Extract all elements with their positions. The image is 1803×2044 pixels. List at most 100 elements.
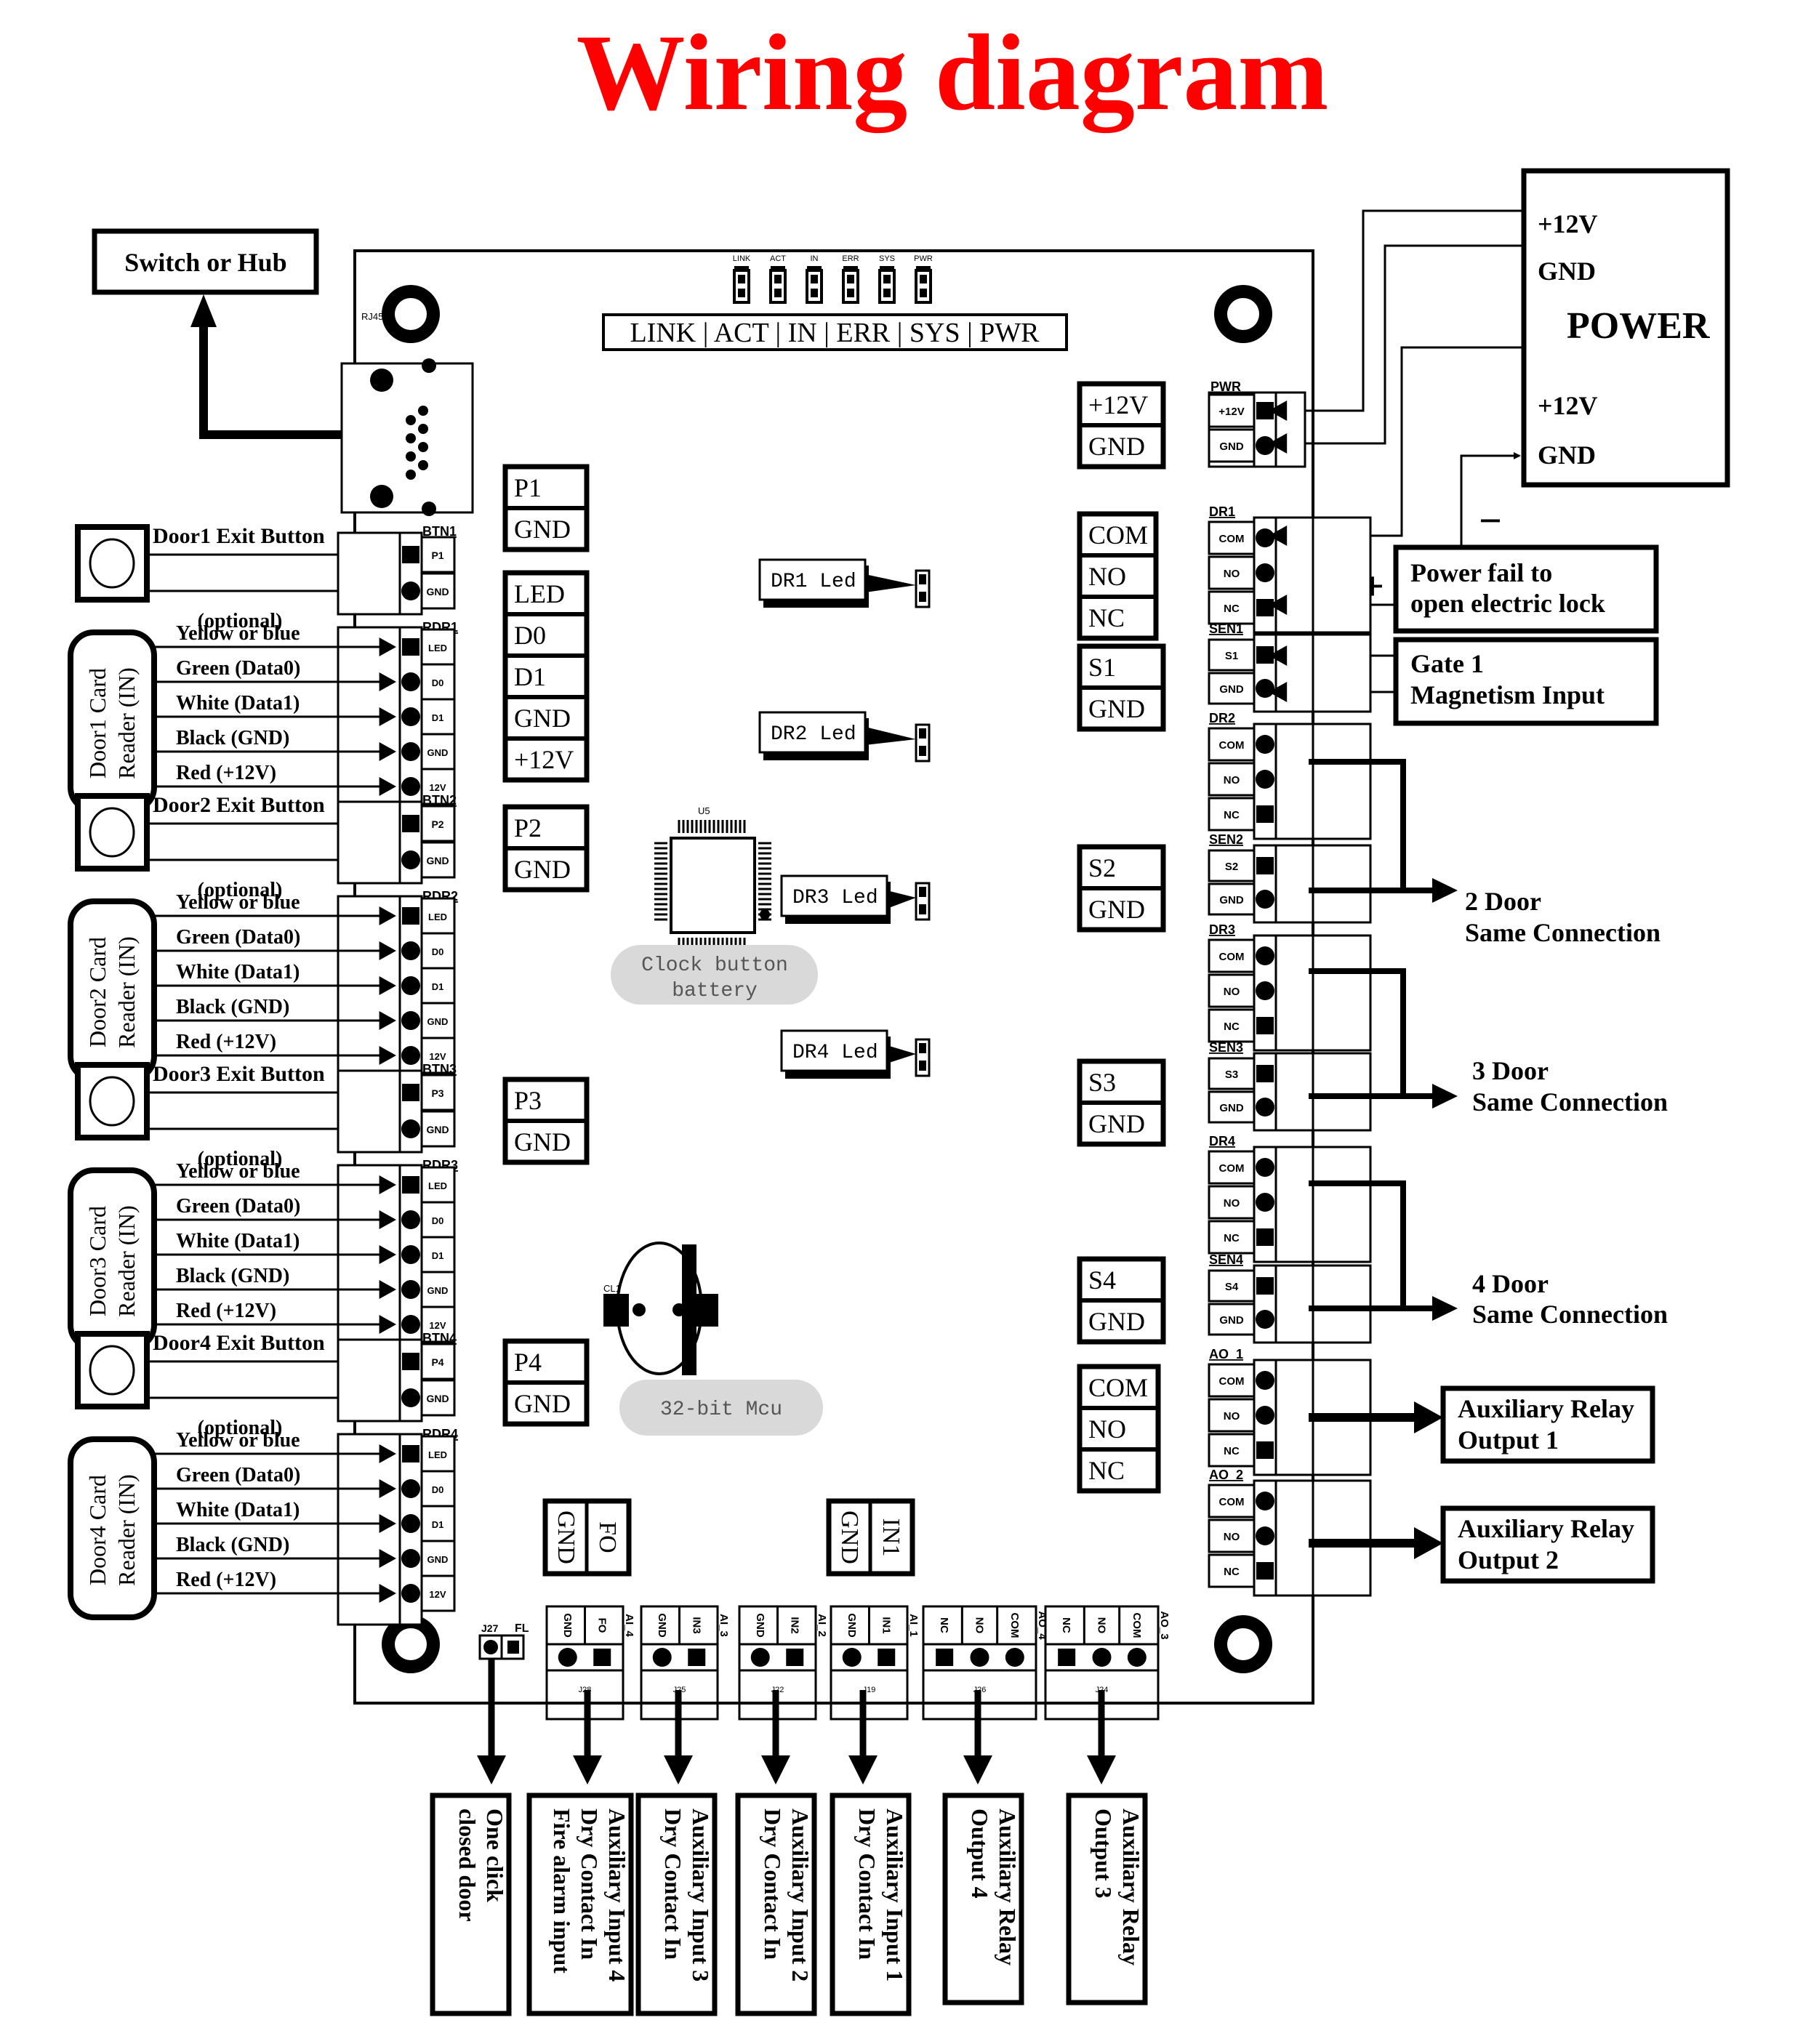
wire-color-label: Black (GND) xyxy=(176,1265,289,1287)
terminal-square-icon xyxy=(402,1176,419,1194)
terminal-square-icon xyxy=(688,1649,706,1666)
pin-label: GND xyxy=(1219,894,1244,906)
pin-label: GND xyxy=(427,1285,449,1296)
pin-label: NO xyxy=(1096,1617,1108,1634)
exit-button-icon[interactable] xyxy=(75,793,150,872)
mounting-hole-icon xyxy=(382,1615,440,1673)
pin-label: GND xyxy=(656,1613,668,1638)
terminal-round-icon xyxy=(1127,1648,1147,1667)
wire-color-label: Yellow or blue xyxy=(176,1160,300,1183)
wire-color-label: Green (Data0) xyxy=(176,926,300,949)
terminal-round-icon xyxy=(401,742,420,761)
bottom-label-text: closed door xyxy=(454,1808,481,1922)
pin-label: GND xyxy=(561,1613,574,1638)
svg-text:BTN4: BTN4 xyxy=(422,1331,457,1345)
wire-color-label: White (Data1) xyxy=(176,1230,300,1252)
terminal-round-icon xyxy=(558,1648,577,1667)
terminal-round-icon xyxy=(401,850,420,869)
svg-text:SEN1: SEN1 xyxy=(1209,621,1243,636)
pin-label: D0 xyxy=(432,677,444,688)
terminal-round-icon xyxy=(750,1648,770,1667)
terminal-round-icon xyxy=(1256,770,1274,789)
pin-label: NO xyxy=(1224,1531,1240,1543)
arrow-left-icon xyxy=(1269,595,1288,615)
terminal-label: GND xyxy=(1088,432,1145,461)
terminal-square-icon xyxy=(1256,1017,1274,1034)
terminal-round-icon xyxy=(401,941,420,960)
bottom-label-text: Output 3 xyxy=(1091,1808,1117,1899)
exit-button-icon[interactable] xyxy=(75,1331,150,1409)
arrow-down-icon xyxy=(963,1755,992,1785)
exit-button-label: Door4 Exit Button xyxy=(153,1331,325,1355)
aux-relay-2-box: Auxiliary Relay Output 2 xyxy=(1440,1505,1655,1584)
power-gnd-label: GND xyxy=(1538,257,1596,286)
pin-label: GND xyxy=(754,1613,766,1638)
svg-text:J27: J27 xyxy=(481,1622,499,1634)
gate-label-2: Magnetism Input xyxy=(1410,680,1605,709)
lock-label-1: Power fail to xyxy=(1410,558,1552,587)
right-connector-stack: DR1COMNONCSEN1S1GNDDR2COMNONCSEN2S2GNDDR… xyxy=(1208,251,1372,1703)
rj45-port[interactable]: RJ45 xyxy=(340,311,474,516)
terminal-label: D0 xyxy=(514,621,546,650)
pin-label: IN3 xyxy=(690,1617,702,1633)
pin-label: NC xyxy=(1224,1445,1240,1457)
terminal-round-icon xyxy=(1005,1648,1024,1667)
arrow-down-icon xyxy=(664,1755,693,1785)
terminal-label: +12V xyxy=(514,745,574,774)
terminal-label: S4 xyxy=(1088,1266,1116,1295)
bottom-label-text: Auxiliary Input 1 xyxy=(882,1808,908,1981)
exit-button-icon[interactable] xyxy=(75,1062,150,1140)
pin-label: D1 xyxy=(432,712,444,723)
terminal-label: GND xyxy=(1088,694,1145,723)
arrow-right-icon xyxy=(379,1444,396,1463)
arrow-right-icon xyxy=(379,1175,396,1194)
battery-label-1: Clock button xyxy=(641,954,788,977)
terminal-square-icon xyxy=(402,546,419,563)
pin-label: NO xyxy=(1224,986,1240,998)
pin-label: P1 xyxy=(431,550,443,561)
terminal-round-icon xyxy=(401,1210,420,1229)
power-wire-gnd xyxy=(1267,244,1524,447)
terminal-round-icon xyxy=(1256,1098,1274,1116)
mounting-hole-icon xyxy=(382,285,440,343)
wire-color-label: Green (Data0) xyxy=(176,1195,300,1218)
power-supply: +12V GND POWER +12V GND xyxy=(1521,168,1730,488)
bottom-label-text: Dry Contact In xyxy=(577,1808,603,1960)
exit-button-icon[interactable] xyxy=(75,524,150,603)
chip-ref-label: U5 xyxy=(698,805,710,816)
pin-label: NC xyxy=(1060,1617,1072,1633)
pin-label: GND xyxy=(426,855,449,866)
arrow-right-icon xyxy=(1432,1296,1458,1321)
pin-label: S1 xyxy=(1225,650,1238,662)
svg-text:AI_3: AI_3 xyxy=(718,1614,730,1637)
arrow-right-icon xyxy=(1414,1401,1443,1433)
terminal-label: NC xyxy=(1088,603,1125,632)
gate-sensor-box: Gate 1 Magnetism Input xyxy=(1393,637,1659,726)
terminal-round-icon xyxy=(401,777,420,796)
pin-label: NC xyxy=(1224,603,1240,615)
